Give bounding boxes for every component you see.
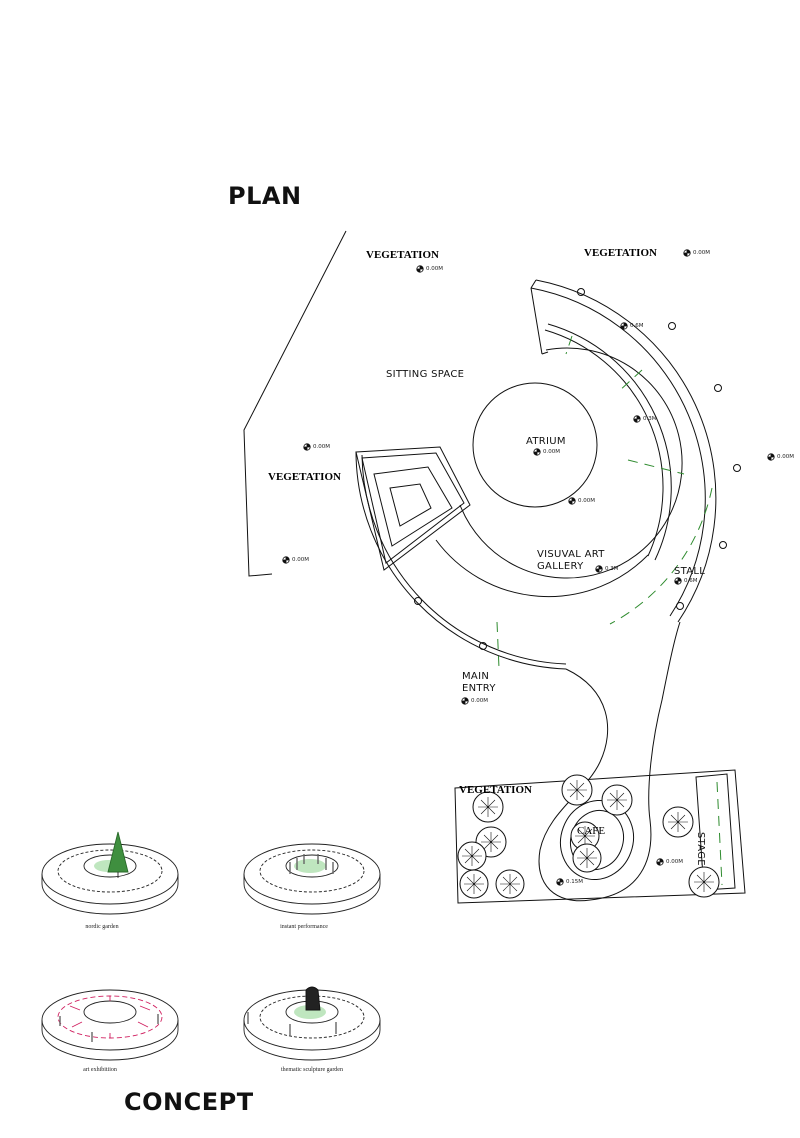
outer-ring-wall — [535, 279, 717, 623]
level-value: 0.00M — [777, 454, 794, 460]
level-value: 0.00M — [693, 250, 710, 256]
level-value: 0.00M — [426, 266, 443, 272]
tree-symbols — [457, 774, 720, 899]
level-value: 0.3M — [643, 416, 657, 422]
level-markers — [282, 249, 775, 886]
green-dash-ring — [609, 487, 713, 625]
plan-heading: PLAN — [228, 182, 302, 210]
inner-ring — [459, 347, 683, 579]
south-boundary — [454, 769, 746, 904]
level-value: 0.00M — [666, 859, 683, 865]
gallery-label-line2: GALLERY — [537, 561, 584, 572]
concept-nordic-garden — [41, 831, 179, 915]
main-entry-label-line2: ENTRY — [462, 683, 496, 694]
vegetation-label-west: VEGETATION — [268, 471, 341, 483]
level-value: 0.00M — [313, 444, 330, 450]
vegetation-label-south: VEGETATION — [459, 784, 532, 796]
level-value: 0.00M — [471, 698, 488, 704]
stage-label: STAGE — [695, 832, 706, 866]
west-ring-wall — [355, 451, 567, 670]
level-value: 0.00M — [578, 498, 595, 504]
caption-sculpture-garden: thematic sculpture garden — [281, 1067, 343, 1073]
vegetation-label-north: VEGETATION — [366, 249, 439, 261]
level-value: 0.00M — [292, 557, 309, 563]
gallery-inner-wall — [547, 323, 672, 561]
concept-heading: CONCEPT — [124, 1088, 254, 1116]
level-value: 0.6M — [630, 323, 644, 329]
concept-diagrams — [41, 831, 381, 1061]
sitting-space-label: SITTING SPACE — [386, 369, 465, 380]
level-value: 0.3M — [605, 566, 619, 572]
concept-sculpture-garden — [243, 986, 381, 1061]
atrium-label: ATRIUM — [526, 436, 566, 447]
site-boundary-left — [243, 230, 347, 577]
caption-instant-performance: instant performance — [280, 924, 328, 930]
vegetation-label-northeast: VEGETATION — [584, 247, 657, 259]
stage-outline — [695, 773, 736, 891]
cafe-label: CAFE — [577, 825, 606, 837]
caption-nordic-garden: nordic garden — [85, 924, 119, 930]
level-value: 0.00M — [543, 449, 560, 455]
atrium-circle — [472, 382, 598, 508]
concept-art-exhibition — [41, 989, 179, 1061]
stall-label: STALL — [674, 566, 706, 577]
main-entry-label-line1: MAIN — [462, 671, 490, 682]
concept-instant-performance — [243, 843, 381, 915]
level-value: 0.15M — [566, 879, 583, 885]
gallery-label-line1: VISUVAL ART — [537, 549, 605, 560]
walkway-path — [538, 621, 681, 902]
sitting-wedge — [355, 446, 471, 571]
level-value: 0.6M — [684, 578, 698, 584]
caption-art-exhibition: art exhibitiion — [83, 1067, 117, 1073]
